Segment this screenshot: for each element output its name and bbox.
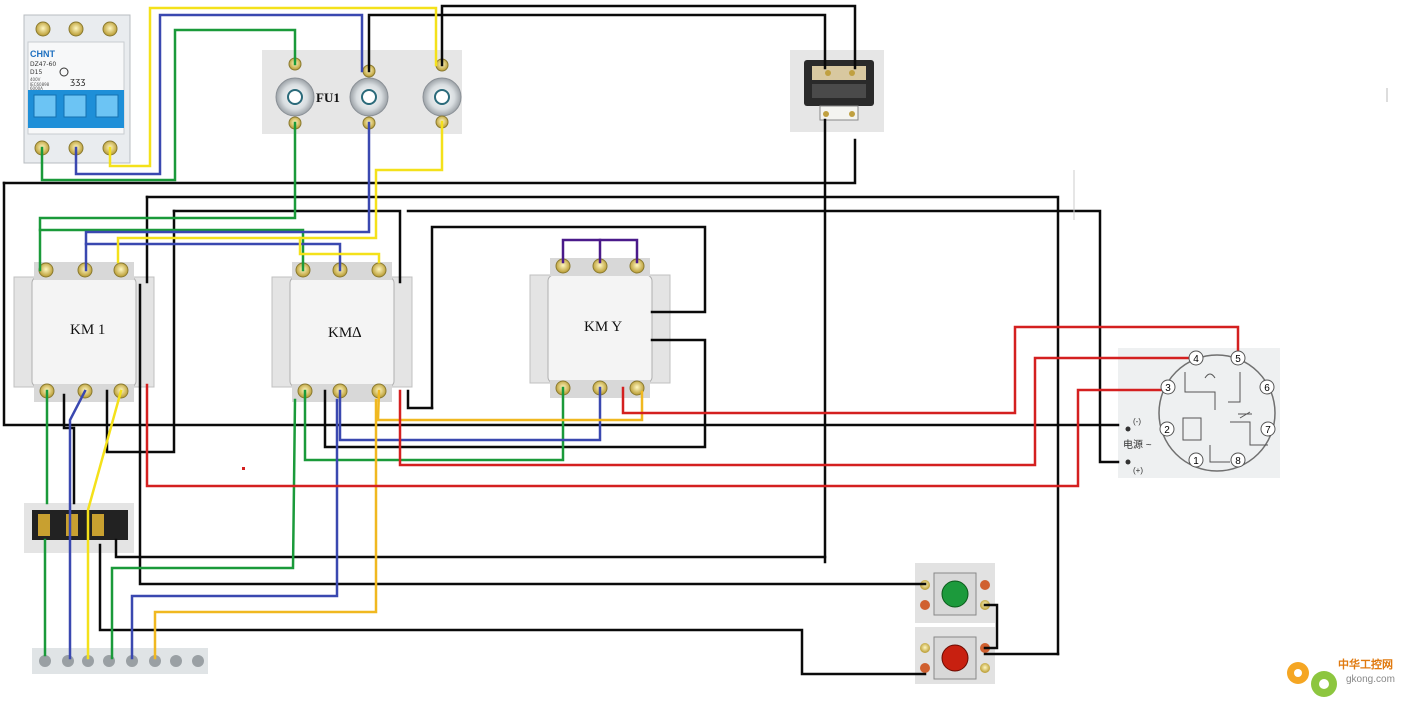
relay-pin-5: 5 (1230, 350, 1246, 366)
yellow-wires (86, 6, 444, 660)
relay-pins: 1 2 3 4 5 6 7 8 (-) 电源 ~ (+) (1123, 350, 1276, 475)
terminal-block (32, 648, 208, 674)
relay-pin-4: 4 (1188, 350, 1204, 366)
relay-minus-label: (-) (1133, 417, 1141, 426)
breaker-model: DZ47-60 (30, 61, 56, 68)
relay-pin-6: 6 (1259, 379, 1275, 395)
contactor-km-y: KM Y (529, 258, 671, 398)
fuse-1 (275, 57, 315, 130)
breaker-screw-top-2 (68, 21, 84, 37)
relay-pin-1-label: 1 (1193, 456, 1199, 467)
relay-pin-2: 2 (1159, 421, 1175, 437)
watermark-url: gkong.com (1346, 674, 1395, 685)
contactor-km1: KM 1 (13, 262, 155, 402)
stop-button (915, 627, 995, 684)
wires (2, 4, 1240, 676)
gear-icon (1287, 662, 1337, 697)
km-y-label: KM Y (584, 319, 622, 335)
breaker-spec2: 6000A (30, 86, 43, 91)
purple-wires (561, 238, 639, 264)
red-wires (145, 325, 1240, 488)
watermark: 中华工控网 gkong.com (1287, 657, 1395, 697)
relay-pin-7: 7 (1260, 421, 1276, 437)
breaker-screw-top-1 (35, 21, 51, 37)
relay-pin-3-label: 3 (1165, 383, 1171, 394)
relay-pin-7-label: 7 (1265, 425, 1271, 436)
breaker-indicator-icon (59, 67, 69, 77)
relay-pin-2-label: 2 (1164, 425, 1170, 436)
breaker-voltage: 400V (30, 77, 41, 82)
breaker-spec1: IEC60898 (30, 82, 50, 87)
watermark-logo-text: 中华工控网 (1338, 657, 1393, 671)
relay-pin-8-label: 8 (1235, 456, 1241, 467)
relay-pin-8: 8 (1230, 452, 1246, 468)
start-button (915, 563, 995, 623)
relay-pin-1: 1 (1188, 452, 1204, 468)
fuse-label: FU1 (316, 90, 340, 105)
contactor-km-delta: KM∆ (271, 262, 413, 402)
transformer (790, 50, 884, 132)
relay-power-label: 电源 ~ (1123, 438, 1152, 451)
fuse-3 (422, 58, 462, 129)
circuit-breaker: CHNT DZ47-60 D15 400V IEC60898 6000A ʒʒʒ (23, 14, 131, 164)
breaker-symbol-icon: ʒʒʒ (70, 77, 86, 87)
km1-label: KM 1 (70, 322, 105, 338)
relay-pin-5-label: 5 (1235, 354, 1241, 365)
thermal-overload-relay (24, 503, 134, 553)
blue-wires (68, 13, 602, 660)
relay-pin-3: 3 (1160, 379, 1176, 395)
relay-pin-4-label: 4 (1193, 354, 1199, 365)
stray-mark (242, 467, 245, 470)
km-delta-label: KM∆ (328, 325, 361, 341)
orange-wires (153, 389, 644, 660)
breaker-brand: CHNT (30, 49, 55, 59)
green-wires (38, 28, 565, 660)
breaker-screw-top-3 (102, 21, 118, 37)
relay-pin-6-label: 6 (1264, 383, 1270, 394)
relay-plus-label: (+) (1133, 466, 1143, 475)
breaker-rating: D15 (30, 69, 42, 76)
